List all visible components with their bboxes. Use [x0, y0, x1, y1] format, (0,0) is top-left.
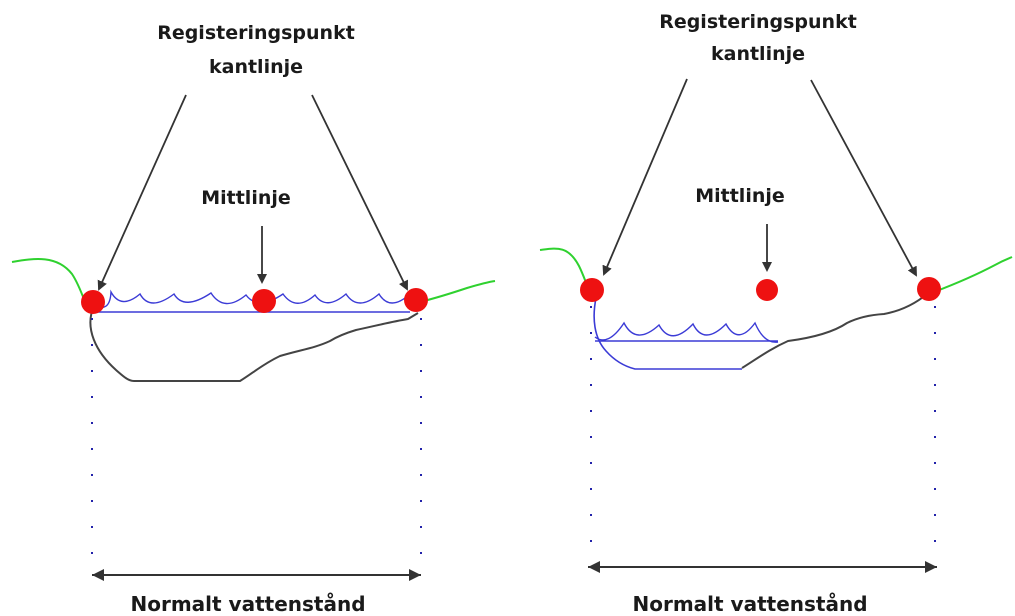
left-panel: Registeringspunkt kantlinje Mittlinje No…	[11, 22, 496, 616]
left-bank-left	[11, 258, 86, 303]
right-arrow-to-right-edge	[810, 79, 917, 277]
right-midline-point	[756, 279, 778, 301]
left-bank-right	[419, 280, 496, 303]
right-midline-label: Mittlinje	[695, 185, 785, 207]
right-arrow-to-left-edge	[602, 78, 688, 276]
left-edge-point-label-line-1: Registeringspunkt	[157, 22, 355, 44]
right-normal-water-level-arrowhead-right	[925, 561, 937, 573]
left-midline-point	[252, 289, 276, 313]
left-channel-profile	[89, 305, 419, 382]
left-arrow-to-left-edge	[97, 94, 187, 291]
left-edge-point-label-line-2: kantlinje	[209, 56, 303, 78]
right-panel: Registeringspunkt kantlinje Mittlinje No…	[539, 11, 1013, 616]
left-normal-water-level-label: Normalt vattenstånd	[130, 592, 365, 616]
right-water-scallops	[594, 321, 779, 343]
left-normal-water-level-arrowhead-left	[92, 569, 104, 581]
left-water-scallops	[95, 289, 411, 309]
right-normal-water-level-arrowhead-left	[588, 561, 600, 573]
right-edge-point-label-line-2: kantlinje	[711, 43, 805, 65]
left-arrow-to-right-edge	[311, 94, 408, 291]
left-midline-label: Mittlinje	[201, 187, 291, 209]
right-water-bed	[593, 297, 742, 370]
right-edge-point-right	[917, 277, 941, 301]
right-normal-water-level-label: Normalt vattenstånd	[632, 592, 867, 616]
right-bank-right	[933, 256, 1013, 293]
left-edge-point-left	[81, 290, 105, 314]
left-edge-point-right	[404, 288, 428, 312]
left-normal-water-level-arrowhead-right	[409, 569, 421, 581]
right-channel-profile	[741, 293, 928, 369]
right-bank-left	[539, 247, 590, 291]
right-edge-point-left	[580, 278, 604, 302]
right-edge-point-label-line-1: Registeringspunkt	[659, 11, 857, 33]
